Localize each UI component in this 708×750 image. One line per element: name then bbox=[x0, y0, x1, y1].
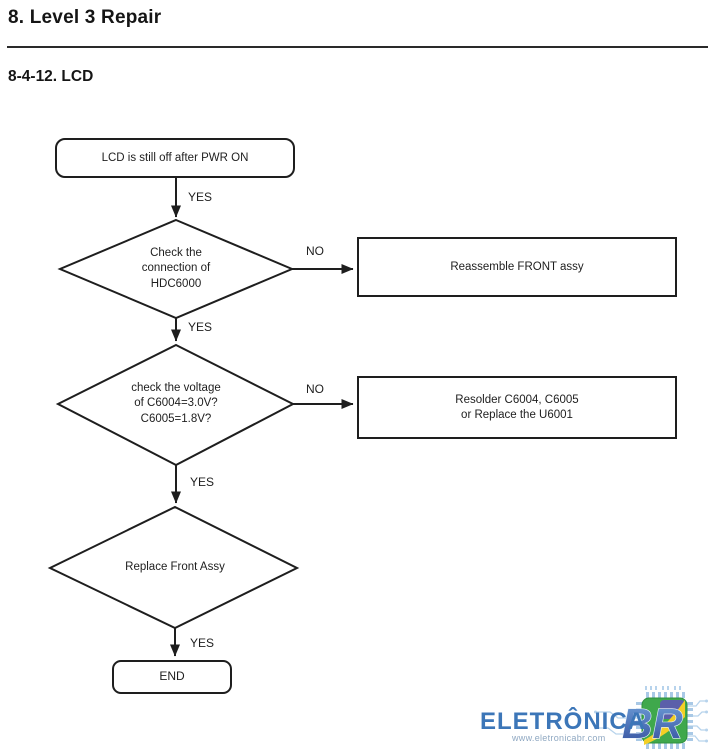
decision3-label: Replace Front Assy bbox=[125, 561, 225, 574]
brand-chip-logo-icon: BR bbox=[594, 686, 708, 749]
branch-label-yes-3: YES bbox=[190, 475, 215, 489]
chip-yellow-ribbon bbox=[644, 700, 685, 745]
start-node: LCD is still off after PWR ON bbox=[55, 138, 295, 178]
title-divider bbox=[7, 46, 708, 48]
page-title: 8. Level 3 Repair bbox=[8, 7, 162, 28]
branch-label-yes-4: YES bbox=[190, 636, 215, 650]
trace-dots bbox=[594, 699, 708, 743]
section-title: 8-4-12. LCD bbox=[8, 68, 94, 85]
branch-label-yes-2: YES bbox=[188, 320, 213, 334]
chip-top-marks bbox=[645, 686, 681, 690]
branch-label-no-2: NO bbox=[306, 382, 324, 396]
end-node: END bbox=[112, 660, 232, 694]
branch-label-yes-1: YES bbox=[188, 190, 213, 204]
decision1-label: Check the connection of HDC6000 bbox=[141, 246, 211, 290]
decision2-label: check the voltage of C6004=3.0V? C6005=1… bbox=[131, 381, 221, 425]
chip-pins bbox=[636, 692, 693, 749]
watermark-brand-text: ELETRÔNICA bbox=[480, 708, 646, 735]
branch-label-no-1: NO bbox=[306, 244, 324, 258]
action1-node: Reassemble FRONT assy bbox=[357, 237, 677, 297]
brand-suffix-text: BR bbox=[622, 700, 683, 747]
action2-node: Resolder C6004, C6005 or Replace the U60… bbox=[357, 376, 677, 439]
watermark-url-text: www.eletronicabr.com bbox=[512, 733, 606, 743]
